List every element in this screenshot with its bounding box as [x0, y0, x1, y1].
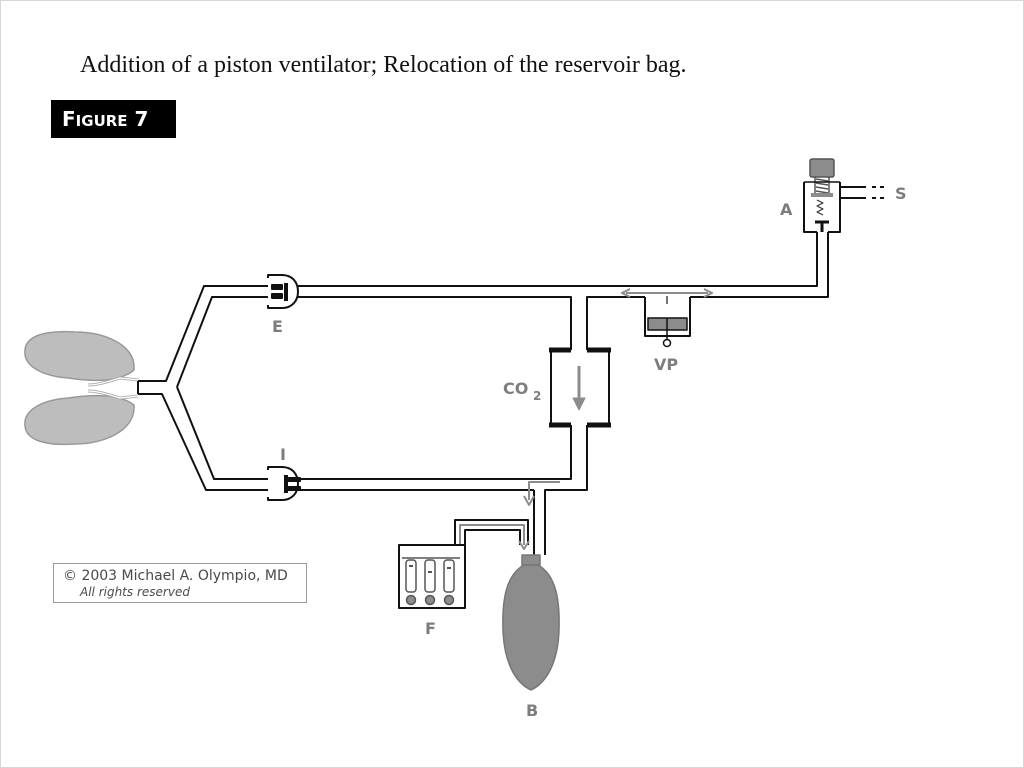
copyright-box: © 2003 Michael A. Olympio, MD All rights… — [53, 563, 307, 603]
label-co2-subscript: 2 — [533, 389, 541, 403]
rights-line: All rights reserved — [80, 585, 190, 599]
figure-badge-initial: F — [62, 107, 76, 131]
figure-badge-word: IGURE — [75, 112, 128, 130]
y-piece — [137, 285, 268, 491]
expiratory-limb-lower-right — [586, 232, 829, 350]
expiratory-limb — [298, 232, 818, 287]
figure-badge-number: 7 — [134, 107, 149, 131]
figure-badge: FIGURE 7 — [51, 100, 176, 138]
inspiratory-limb — [300, 425, 572, 480]
label-scavenging: S — [895, 184, 907, 203]
lungs-icon — [24, 330, 139, 446]
label-inspiratory-valve: I — [280, 445, 286, 464]
inspiratory-valve — [267, 466, 301, 501]
label-ventilator-piston: VP — [654, 355, 678, 374]
ventilator-piston — [621, 288, 713, 348]
label-reservoir-bag: B — [526, 701, 538, 720]
inspiratory-limb-lower — [300, 425, 588, 555]
copyright-line: © 2003 Michael A. Olympio, MD — [63, 568, 288, 584]
flowmeters — [398, 544, 466, 609]
apl-valve — [803, 158, 884, 233]
label-apl-valve: A — [780, 200, 793, 219]
label-expiratory-valve: E — [272, 317, 283, 336]
label-flowmeters: F — [425, 619, 436, 638]
expiratory-limb-lower — [298, 296, 572, 350]
slide-title: Addition of a piston ventilator; Relocat… — [80, 52, 687, 78]
label-co2: CO — [503, 379, 528, 398]
reservoir-bag — [502, 554, 560, 691]
expiratory-valve — [263, 274, 299, 309]
co2-absorber — [549, 347, 611, 428]
